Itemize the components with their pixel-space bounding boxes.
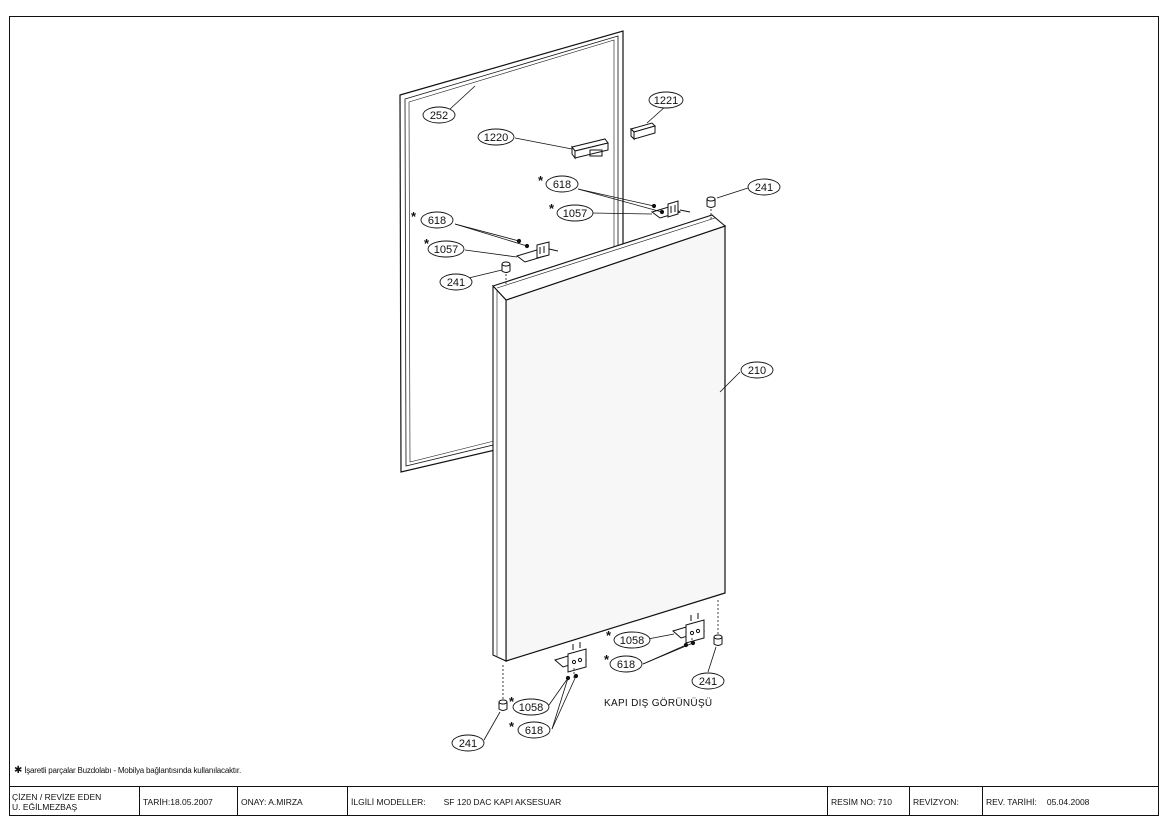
drawing-number: RESİM NO: 710 [831, 796, 892, 807]
callout-241-mid: 241 [447, 277, 465, 289]
callout-618-mid: 618 [428, 215, 446, 227]
hinge-bracket-1058-right [671, 613, 706, 644]
bushing-241-bottom [498, 699, 508, 711]
related-models-value: SF 120 DAC KAPI AKSESUAR [443, 796, 562, 807]
svg-text:*: * [424, 236, 430, 251]
callout-241-bottom: 241 [459, 738, 477, 750]
callout-241-top-right: 241 [755, 182, 773, 194]
bushing-241-top-right [706, 196, 716, 208]
callout-210: 210 [748, 365, 766, 377]
revision-date-label: REV. TARİHİ: [986, 796, 1037, 807]
footnote-marker: ✱ [14, 765, 23, 776]
drawing-frame [9, 16, 1159, 816]
door-panel-210 [492, 214, 727, 662]
callout-1058-right: 1058 [620, 635, 644, 647]
drawn-by-cell: ÇİZEN / REVİZE EDEN U. EĞİLMEZBAŞ [9, 787, 140, 816]
callout-1058-left: 1058 [519, 702, 543, 714]
svg-text:*: * [538, 173, 544, 188]
revision-label: REVİZYON: [913, 796, 959, 807]
approval-cell: ONAY: A.MIRZA [238, 787, 348, 816]
handle-part-1220 [571, 138, 609, 160]
svg-text:*: * [509, 719, 515, 734]
hinge-bracket-1057-top [650, 200, 691, 219]
callout-1220: 1220 [484, 132, 508, 144]
revision-cell: REVİZYON: [910, 787, 983, 816]
revision-date-cell: REV. TARİHİ: 05.04.2008 [983, 787, 1159, 816]
hinge-bracket-1057-mid [515, 241, 559, 263]
callout-252: 252 [430, 110, 448, 122]
title-block: ÇİZEN / REVİZE EDEN U. EĞİLMEZBAŞ TARİH:… [9, 786, 1159, 816]
related-models-label: İLGİLİ MODELLER: [351, 796, 426, 807]
drawn-by-value: U. EĞİLMEZBAŞ [12, 801, 78, 812]
related-models-cell: İLGİLİ MODELLER: SF 120 DAC KAPI AKSESUA… [348, 787, 828, 816]
drawn-by-label: ÇİZEN / REVİZE EDEN [12, 791, 102, 802]
date-cell: TARİH:18.05.2007 [140, 787, 238, 816]
callout-balloons [420, 91, 781, 752]
svg-text:*: * [549, 201, 555, 216]
svg-text:*: * [606, 628, 612, 643]
svg-text:*: * [509, 694, 515, 709]
svg-text:*: * [604, 652, 610, 667]
bushing-241-mid [501, 261, 511, 273]
footnote: ✱ İşaretli parçalar Buzdolabı - Mobilya … [14, 765, 241, 776]
callout-618-top: 618 [553, 179, 571, 191]
asterisk-markers: * * * * * * * * [411, 173, 612, 734]
part-1221 [630, 122, 656, 141]
callout-1221: 1221 [654, 95, 678, 107]
callout-1057-top: 1057 [563, 208, 587, 220]
approval-value: ONAY: A.MIRZA [241, 796, 303, 807]
drawing-number-cell: RESİM NO: 710 [828, 787, 910, 816]
leader-lines [448, 85, 749, 741]
callout-241-lower-right: 241 [699, 676, 717, 688]
view-caption: KAPI DIŞ GÖRÜNÜŞÜ [604, 697, 712, 709]
footnote-text: İşaretli parçalar Buzdolabı - Mobilya ba… [24, 766, 241, 775]
callout-1057-mid: 1057 [434, 244, 458, 256]
revision-date-value: 05.04.2008 [1046, 796, 1090, 807]
date-value: TARİH:18.05.2007 [143, 796, 213, 807]
callout-618-lower-left: 618 [525, 725, 543, 737]
svg-text:*: * [411, 209, 417, 224]
hinge-bracket-1058-left [553, 642, 588, 673]
callout-618-lower-right: 618 [617, 659, 635, 671]
bushing-241-lower-right [713, 634, 723, 646]
